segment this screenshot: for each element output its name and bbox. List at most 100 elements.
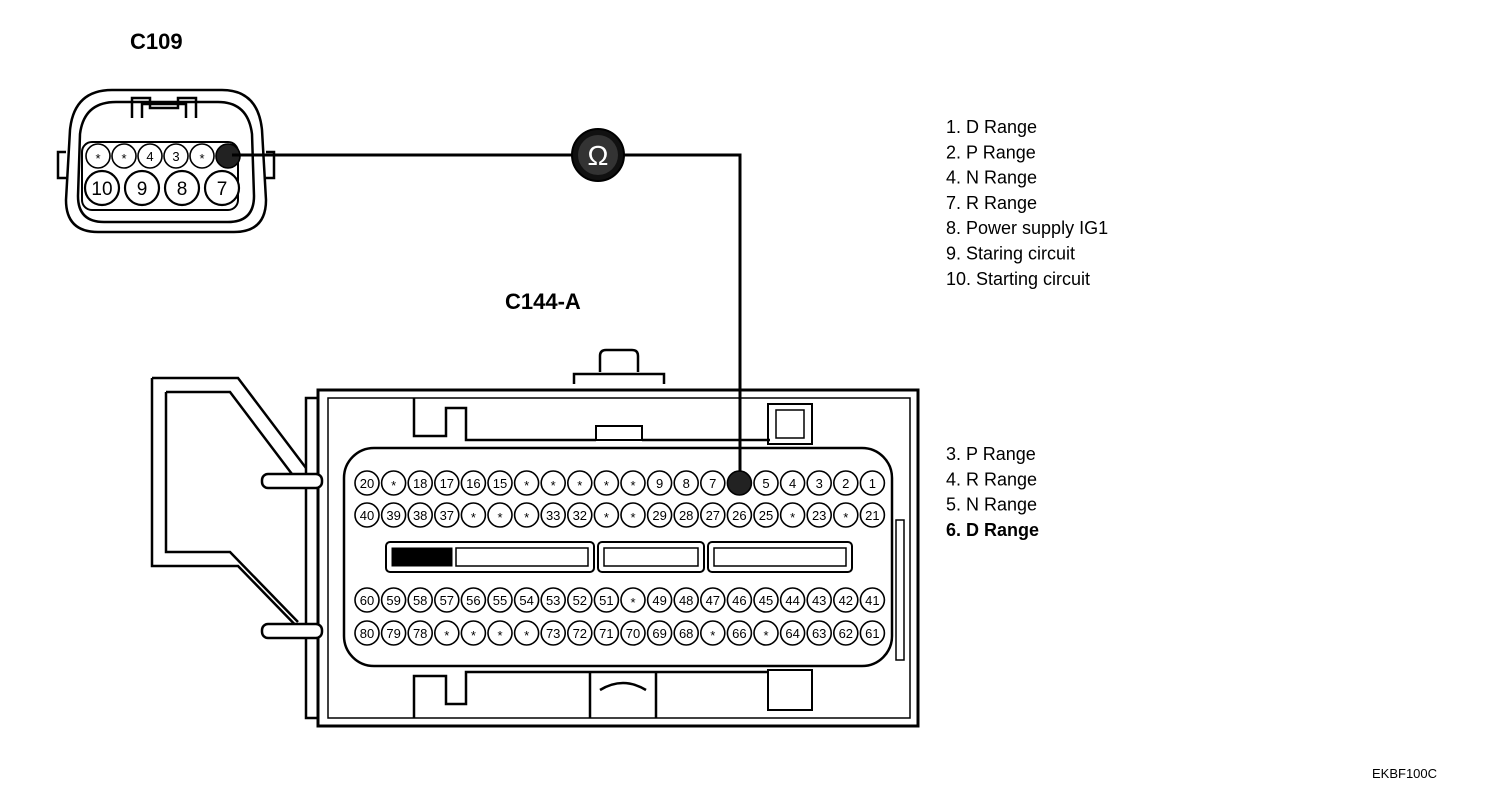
c144-pin-hole <box>832 620 859 646</box>
c109-pin: * <box>85 143 111 169</box>
figure-code: EKBF100C <box>1372 766 1437 781</box>
c109-pin: 4 <box>137 143 163 169</box>
c144-pin-hole <box>859 620 886 646</box>
c144-pin-hole <box>753 502 779 528</box>
c144-pin-label: 23 <box>812 508 826 523</box>
c109-pin-label: 7 <box>217 179 228 200</box>
c144-pin-label: 40 <box>360 508 374 523</box>
c144-pin: * <box>620 587 646 613</box>
c144-pin-label: 27 <box>706 508 720 523</box>
c144-pin-hole <box>540 587 567 613</box>
c144-pin: 49 <box>646 587 673 613</box>
c144-pin-hole <box>487 502 513 528</box>
c144-pin-hole <box>407 470 434 496</box>
c109-pin: * <box>111 143 137 169</box>
legend-item: 8. Power supply IG1 <box>946 218 1108 238</box>
c109-pin-hole <box>163 169 201 207</box>
c144-pin: 40 <box>354 502 380 528</box>
c109-pin-hole <box>203 169 241 207</box>
c144-pin: 23 <box>806 502 833 528</box>
c144-pin-hole <box>380 502 407 528</box>
c144-pin-label: 15 <box>493 476 507 491</box>
c109-pin: 10 <box>83 169 121 207</box>
c144-pin-label: 56 <box>466 593 480 608</box>
c144-pin: * <box>832 502 859 528</box>
c144-pin-label: 79 <box>386 626 400 641</box>
c109-pin-label: * <box>95 151 100 166</box>
c144-pin: 4 <box>779 470 806 496</box>
c144-pin-label: 72 <box>573 626 587 641</box>
c144-pin-hole <box>513 587 540 613</box>
c144-pin-label: * <box>604 510 609 525</box>
c144-pin-hole <box>593 620 620 646</box>
c144-pin-hole <box>620 502 646 528</box>
c109-pin-hole <box>85 143 111 169</box>
c144-pin: 3 <box>806 470 833 496</box>
c144-connector <box>304 348 920 728</box>
c144-pin-label: * <box>524 628 529 643</box>
c144-pin: * <box>460 502 487 528</box>
c109-pin-hole <box>163 143 189 169</box>
c144-pin-hole <box>513 502 540 528</box>
c144-pin-label: * <box>497 510 502 525</box>
c144-pin-label: 42 <box>839 593 853 608</box>
c144-pin-hole <box>699 587 726 613</box>
c144-pin-hole <box>753 587 779 613</box>
c144-pin-label: 3 <box>816 476 823 491</box>
c144-pin: 51 <box>593 587 620 613</box>
c144-pin-hole <box>407 587 434 613</box>
c144-pin-hole <box>513 620 540 646</box>
c144-pin-label: 52 <box>573 593 587 608</box>
c144-pin-label: * <box>471 628 476 643</box>
c144-pin-label: 59 <box>386 593 400 608</box>
c144-pin-hole <box>726 470 753 496</box>
c144-pin-hole <box>566 470 593 496</box>
c144-pin-hole <box>354 587 380 613</box>
c144-pin-hole <box>859 470 886 496</box>
c144-pin: * <box>513 620 540 646</box>
legend-item: 7. R Range <box>946 193 1037 213</box>
c144-pin-hole <box>487 620 513 646</box>
c144-pin-label: 21 <box>865 508 879 523</box>
c144-pin-hole <box>806 587 833 613</box>
c144-pin-hole <box>859 587 886 613</box>
c144-pin-hole <box>699 620 726 646</box>
c144-pin-hole <box>646 470 673 496</box>
c144-pin-label: 73 <box>546 626 560 641</box>
c144-pin: 32 <box>566 502 593 528</box>
c144-pin-label: 39 <box>386 508 400 523</box>
c144-pin: 69 <box>646 620 673 646</box>
c144-pin-hole <box>779 587 806 613</box>
c144-pin: 48 <box>673 587 700 613</box>
c144-pin: 41 <box>859 587 886 613</box>
c144-pin-hole <box>779 470 806 496</box>
c144-pin: 20 <box>354 470 380 496</box>
c144-pin: 43 <box>806 587 833 613</box>
c144-pin-label: * <box>524 510 529 525</box>
c144-pin: * <box>513 470 540 496</box>
c144-pin: 63 <box>806 620 833 646</box>
c144-pin-label: 5 <box>762 476 769 491</box>
c144-pin: 18 <box>407 470 434 496</box>
c144-pin-label: * <box>551 478 556 493</box>
c144-pin-label: 4 <box>789 476 796 491</box>
c144-pin: 70 <box>620 620 646 646</box>
c144-pin-label: 7 <box>709 476 716 491</box>
c144-pin: 25 <box>753 502 779 528</box>
c144-pin: 54 <box>513 587 540 613</box>
c144-pin-label: 45 <box>759 593 773 608</box>
c144-pin-hole <box>566 620 593 646</box>
c144-pin-label: 17 <box>440 476 454 491</box>
c144-pin-hole <box>673 470 700 496</box>
c144-pin-label: 47 <box>706 593 720 608</box>
c109-pin-label: 9 <box>137 179 148 200</box>
c144-pin-label: 78 <box>413 626 427 641</box>
c144-pin-label: 69 <box>652 626 666 641</box>
c144-pin: 5 <box>753 470 779 496</box>
c144-pin-hole <box>540 620 567 646</box>
c144-pin-hole <box>806 502 833 528</box>
c144-pin-label: 53 <box>546 593 560 608</box>
c109-pin: 9 <box>123 169 161 207</box>
